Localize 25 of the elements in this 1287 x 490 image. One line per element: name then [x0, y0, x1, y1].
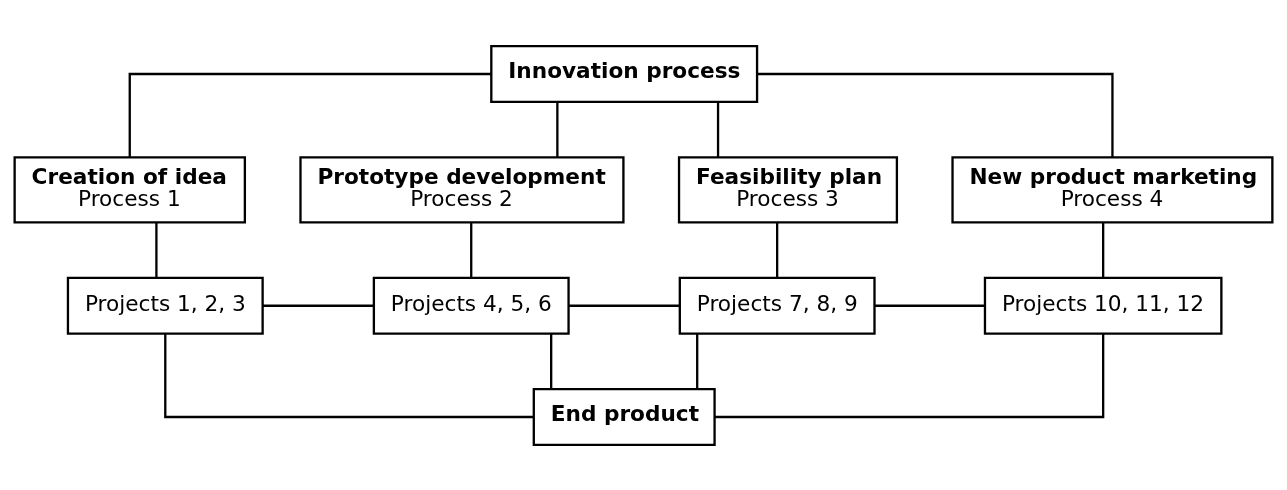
- connector: [155, 222, 158, 278]
- connector: [874, 304, 985, 307]
- node-box: Projects 1, 2, 3: [66, 276, 264, 335]
- connector: [550, 333, 553, 389]
- connector: [470, 222, 473, 278]
- node-box: Creation of idea Process 1: [13, 155, 246, 223]
- connector: [128, 72, 492, 157]
- connector: [164, 333, 534, 418]
- node-box: Projects 4, 5, 6: [372, 276, 570, 335]
- connector: [714, 333, 1105, 418]
- node-box: Projects 7, 8, 9: [678, 276, 876, 335]
- connector: [1102, 222, 1105, 278]
- node-box: Prototype development Process 2: [299, 155, 625, 223]
- connector: [716, 101, 720, 157]
- node-box: Innovation process: [490, 44, 759, 103]
- node-box: New product marketing Process 4: [951, 155, 1274, 223]
- connector: [556, 101, 559, 157]
- node-box: Projects 10, 11, 12: [983, 276, 1223, 335]
- connector: [568, 304, 680, 307]
- connector: [776, 222, 779, 278]
- connector: [262, 304, 374, 307]
- node-box: Feasibility plan Process 3: [677, 155, 899, 223]
- connector: [696, 333, 699, 389]
- node-box: End product: [532, 387, 716, 446]
- connector: [757, 72, 1114, 157]
